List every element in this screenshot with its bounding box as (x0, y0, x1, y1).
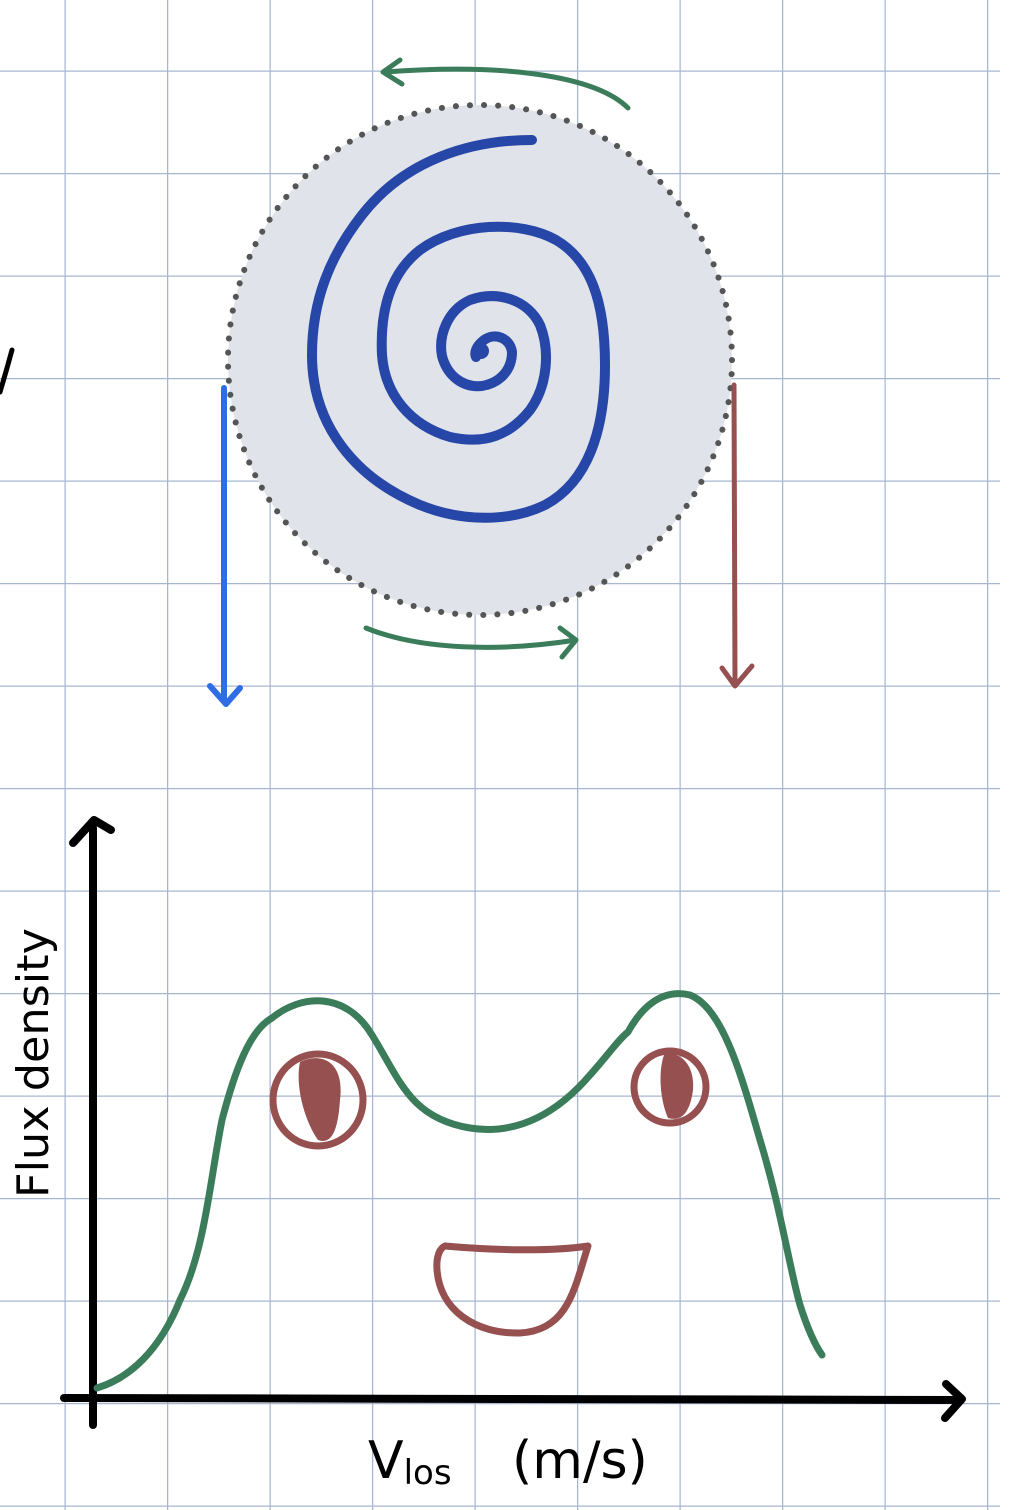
x-axis (60, 1394, 964, 1404)
left-eye (269, 1050, 367, 1150)
flux-velocity-plot: Flux density Vlos (m/s) (8, 816, 966, 1493)
rotation-arrow-top (382, 66, 631, 111)
double-horned-profile-curve (93, 990, 826, 1392)
mouth (433, 1242, 592, 1337)
galaxy-core (473, 343, 489, 359)
spiral-arm (307, 135, 610, 523)
y-axis-label: Flux density (8, 928, 59, 1198)
receding-arrowhead (719, 663, 755, 689)
y-axis-arrowhead (69, 816, 115, 847)
x-axis-unit: (m/s) (512, 1431, 648, 1491)
x-axis-label-subscript: los (404, 1453, 452, 1493)
receding-velocity-arrow (731, 382, 738, 687)
x-axis-label-main: V (368, 1431, 404, 1491)
x-axis-label: Vlos (368, 1431, 452, 1493)
stray-pen-mark (0, 347, 15, 395)
rotation-arrowhead-top (380, 57, 405, 87)
rotation-arrow-bottom (363, 625, 579, 650)
approaching-arrowhead (207, 683, 243, 707)
right-eye (630, 1047, 710, 1127)
x-axis-arrowhead (941, 1380, 966, 1422)
rotation-arrowhead-bottom (557, 625, 579, 660)
galaxy-illustration (207, 57, 755, 707)
